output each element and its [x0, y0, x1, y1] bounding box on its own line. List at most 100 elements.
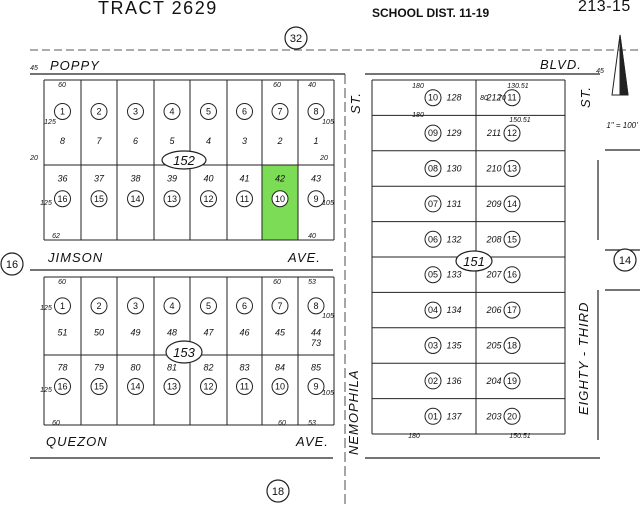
parcel-number: 12 — [203, 382, 213, 392]
parcel-number: 9 — [313, 382, 318, 392]
parcel-number-circle — [236, 297, 253, 315]
parcel-number: 10 — [428, 93, 438, 103]
parcel-number-circle — [163, 190, 181, 208]
parcel-number: 05 — [428, 270, 438, 280]
parcel-number: 6 — [242, 106, 247, 116]
lot-number: 204 — [485, 376, 501, 386]
lot-number: 4 — [206, 136, 211, 146]
parcel-number: 8 — [313, 301, 318, 311]
scale-note: 1" = 100' — [606, 121, 638, 130]
dim-label: 20 — [319, 155, 328, 162]
parcel-number: 03 — [428, 341, 438, 351]
parcel-number-circle — [424, 372, 442, 390]
parcel-number-circle — [503, 266, 521, 284]
parcel-number-circle — [236, 102, 253, 120]
parcel-number: 4 — [169, 106, 174, 116]
parcel-number-circle — [200, 378, 217, 395]
parcel-number-circle — [424, 230, 442, 248]
dim-label: 105 — [322, 313, 334, 320]
lot-number: 41 — [239, 174, 249, 184]
parcel-number-circle — [163, 102, 181, 120]
parcel-number: 13 — [167, 382, 177, 392]
parcel-number-circle — [54, 102, 71, 120]
dim-label: 60 — [52, 420, 60, 427]
lot-number: 207 — [485, 270, 502, 280]
lot-number: 45 — [275, 328, 286, 338]
lot-number: 136 — [446, 376, 461, 386]
lot-number: 7 — [96, 136, 102, 146]
parcel-number-circle — [271, 190, 289, 208]
parcel-number-circle — [424, 160, 442, 177]
parcel-number-circle — [271, 102, 289, 120]
dim-label: 180 — [412, 83, 424, 90]
dim-label: 53 — [308, 279, 316, 286]
parcel-number-circle — [503, 124, 521, 142]
parcel-number: 11 — [240, 194, 249, 204]
parcel-number: 3 — [133, 106, 138, 116]
street-quezon: QUEZON — [46, 434, 108, 449]
lot-number: 84 — [275, 362, 285, 372]
parcel-number: 5 — [206, 301, 211, 311]
lot-number: 39 — [167, 174, 177, 184]
parcel-number-circle — [307, 190, 325, 208]
page-reference: 213-15 — [578, 0, 631, 15]
lot-number: 128 — [446, 93, 461, 103]
dim-label: 60 — [58, 279, 66, 286]
dim-label: 60 — [273, 82, 281, 89]
parcel-number-circle — [54, 378, 71, 395]
parcel-number: 07 — [428, 199, 438, 209]
dim-label: 180 — [408, 433, 420, 440]
parcel-number: 15 — [94, 382, 104, 392]
block-label-151: 151 — [463, 254, 485, 269]
lot-number: 137 — [446, 411, 462, 421]
lot-number: 205 — [485, 341, 502, 351]
parcel-number-circle — [503, 89, 521, 107]
street-blvd: BLVD. — [540, 57, 582, 72]
lot-number: 48 — [167, 328, 177, 338]
lot-number: 82 — [203, 362, 213, 372]
parcel-number: 4 — [169, 301, 174, 311]
road-marker-32: 32 — [290, 33, 302, 45]
street-jimson-ave: AVE. — [288, 250, 321, 265]
lot-number: 134 — [446, 305, 461, 315]
parcel-number: 01 — [428, 411, 438, 421]
dim-label: 105 — [322, 390, 334, 397]
parcel-number-circle — [307, 378, 325, 395]
lot-number: 81 — [167, 362, 177, 372]
lot-number: 129 — [446, 128, 461, 138]
lot-number: 80 — [130, 362, 140, 372]
parcel-number: 8 — [313, 106, 318, 116]
lot-number: 47 — [203, 328, 214, 338]
street-eighty-third: EIGHTY - THIRD — [576, 301, 591, 415]
lot-number: 85 — [311, 362, 322, 372]
parcel-number-circle — [307, 102, 325, 120]
dim-label: 125 — [40, 387, 52, 394]
parcel-number: 04 — [428, 305, 438, 315]
parcel-number: 06 — [428, 234, 438, 244]
dim-label: 70 — [498, 95, 506, 102]
parcel-number-circle — [127, 190, 144, 208]
parcel-number: 14 — [130, 382, 140, 392]
parcel-number: 12 — [203, 194, 213, 204]
lot-number: 130 — [446, 164, 461, 174]
parcel-number: 12 — [507, 128, 517, 138]
road-marker-circles — [0, 26, 637, 503]
lot-number: 49 — [130, 328, 140, 338]
parcel-number: 9 — [313, 194, 318, 204]
road-marker-14: 14 — [619, 255, 631, 267]
lot-number: 73 — [311, 338, 321, 348]
street-poppy: POPPY — [50, 58, 100, 73]
lot-number: 50 — [94, 328, 104, 338]
parcel-number-circle — [503, 195, 521, 213]
dim-label: 125 — [44, 119, 56, 126]
lot-number: 133 — [446, 270, 461, 280]
parcel-number-circle — [90, 297, 108, 315]
parcel-number-circle — [424, 301, 442, 319]
parcel-number: 3 — [133, 301, 138, 311]
parcel-number-circle — [163, 297, 181, 315]
parcel-number: 15 — [94, 194, 104, 204]
parcel-number: 5 — [206, 106, 211, 116]
parcel-number-circle — [307, 297, 325, 315]
lot-number: 132 — [446, 234, 461, 244]
